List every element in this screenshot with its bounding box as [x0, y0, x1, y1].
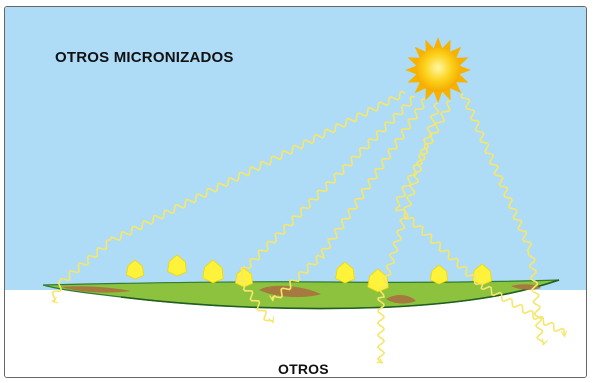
sunlight-ray: [52, 90, 406, 301]
micronized-particle: [167, 254, 187, 277]
sunlight-ray: [394, 100, 565, 337]
diagram-title: OTROS MICRONIZADOS: [55, 49, 234, 66]
sun-core: [416, 48, 460, 92]
micronized-particle: [126, 259, 144, 280]
sunlight-rays: [52, 90, 565, 364]
illustration-frame: OTROS MICRONIZADOS OTROS: [4, 6, 587, 378]
ground-label: OTROS: [278, 361, 329, 377]
micronized-particle: [335, 261, 355, 284]
sky-background: [5, 7, 586, 290]
diagram-canvas: [5, 7, 586, 377]
sun-icon: [405, 37, 471, 103]
leaf-surface: [42, 279, 560, 310]
soil-patch: [386, 295, 416, 304]
micronized-particle: [202, 259, 224, 284]
soil-patch: [61, 286, 131, 293]
sunlight-ray: [273, 98, 427, 301]
sunlight-ray: [378, 102, 440, 364]
micronized-particle: [367, 268, 389, 293]
soil-patch: [259, 285, 321, 298]
micronized-particles: [126, 254, 492, 293]
sunlight-ray: [460, 92, 544, 345]
sunlight-ray: [235, 95, 416, 323]
micronized-particle: [430, 264, 448, 285]
